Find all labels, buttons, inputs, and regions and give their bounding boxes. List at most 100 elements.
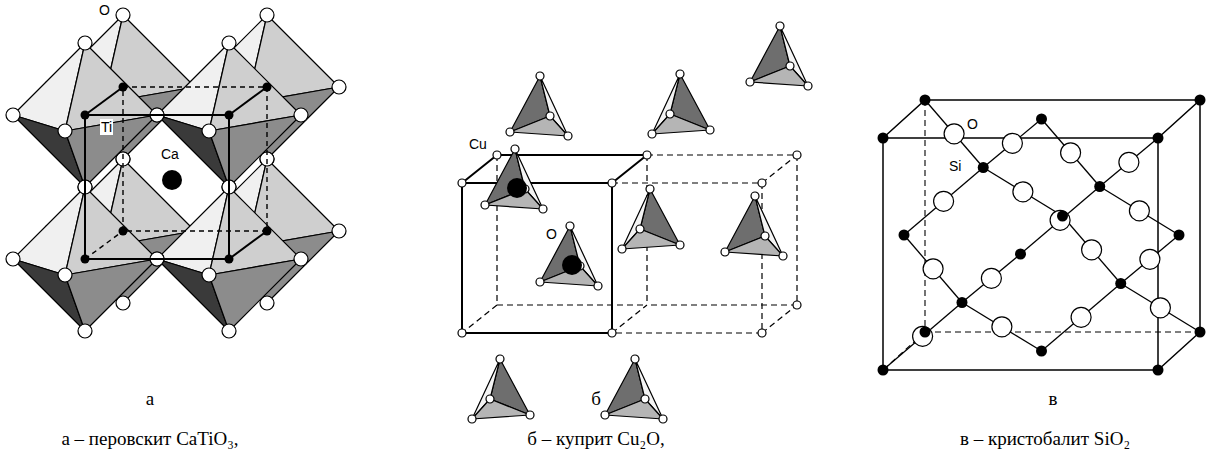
- structure-part: [612, 183, 762, 333]
- atom-label: Ca: [160, 146, 180, 162]
- cuo4-tetrahedra: [468, 22, 812, 423]
- structure-part: [1100, 138, 1158, 187]
- structure-part: [462, 155, 647, 333]
- structure-part: [1153, 133, 1164, 144]
- structure-part: [762, 305, 797, 333]
- structure-part: [1002, 133, 1022, 153]
- structure-part: [601, 355, 667, 423]
- structure-part: [983, 168, 1062, 217]
- si-o-bonds: [883, 100, 1200, 370]
- structure-part: [1061, 143, 1081, 163]
- structure-part: [119, 227, 128, 236]
- structure-part: [618, 185, 684, 253]
- structure-part: [758, 179, 766, 187]
- structure-part: [883, 303, 962, 371]
- structure-part: [721, 192, 787, 260]
- atom-label: Si: [948, 158, 962, 174]
- structure-part: [878, 365, 889, 376]
- ca-atom: [162, 170, 182, 190]
- structure-part: [81, 111, 90, 120]
- structure-part: [1140, 249, 1160, 269]
- structure-part: [1150, 298, 1170, 318]
- structure-part: [496, 155, 497, 305]
- structure-part: [643, 151, 651, 159]
- panel-letter: б: [591, 388, 601, 410]
- structure-part: [225, 255, 234, 264]
- structure-part: [1195, 95, 1206, 106]
- structure-part: [612, 305, 647, 333]
- structure-part: [468, 355, 534, 423]
- structure-part: [1119, 152, 1139, 172]
- structure-part: [883, 100, 1200, 370]
- cuprite-structure: [458, 22, 812, 423]
- structure-part: [981, 268, 1001, 288]
- structure-part: [1100, 187, 1179, 236]
- structure-part: [462, 305, 497, 333]
- structure-part: [1121, 284, 1200, 333]
- structure-part: [878, 133, 889, 144]
- panel-letter: а: [146, 388, 154, 410]
- structure-part: [957, 297, 968, 308]
- structure-part: [263, 83, 272, 92]
- structure-part: [944, 124, 964, 144]
- structure-part: [229, 87, 267, 115]
- structure-part: [762, 155, 797, 183]
- structure-part: [85, 115, 229, 259]
- structure-part: [481, 145, 547, 213]
- structure-part: [758, 329, 766, 337]
- structure-part: [536, 222, 602, 290]
- structure-part: [85, 231, 123, 259]
- structure-part: [123, 87, 267, 231]
- atom-label: Cu: [468, 136, 488, 152]
- panel-caption: б – куприт Cu₂O,: [527, 428, 664, 450]
- structure-part: [923, 259, 943, 279]
- structure-part: [1174, 230, 1185, 241]
- structure-part: [648, 70, 714, 138]
- structure-part: [1036, 346, 1047, 357]
- o-atoms: [507, 178, 582, 275]
- structure-part: [1013, 182, 1033, 202]
- structure-part: [746, 22, 812, 90]
- structure-part: [462, 155, 497, 183]
- atom-label: O: [545, 226, 558, 242]
- cu-atoms: [458, 151, 801, 337]
- structure-part: [458, 179, 466, 187]
- structure-part: [904, 235, 962, 303]
- structure-part: [497, 304, 647, 305]
- structure-part: [1158, 100, 1200, 370]
- structure-part: [1195, 327, 1206, 338]
- structure-part: [962, 254, 1021, 303]
- structure-part: [899, 230, 910, 241]
- unit-cell: [85, 87, 267, 259]
- structure-part: [1015, 249, 1026, 260]
- structure-part: [608, 329, 616, 337]
- structure-part: [1042, 119, 1100, 187]
- structure-part: [458, 329, 466, 337]
- ti-atoms: [81, 83, 272, 264]
- structure-part: [1057, 211, 1068, 222]
- perovskite-structure: [6, 8, 346, 338]
- structure-part: [263, 227, 272, 236]
- structure-part: [608, 179, 616, 187]
- structure-part: [1115, 278, 1126, 289]
- structure-part: [229, 231, 267, 259]
- structure-part: [462, 155, 797, 333]
- panel-letter: в: [1049, 388, 1058, 410]
- structure-part: [1153, 365, 1164, 376]
- structure-part: [793, 151, 801, 159]
- structure-part: [81, 255, 90, 264]
- structure-part: [992, 317, 1012, 337]
- structure-part: [883, 100, 1200, 370]
- structure-part: [119, 83, 128, 92]
- structure-part: [920, 327, 931, 338]
- structure-part: [883, 138, 1158, 370]
- structure-part: [1071, 307, 1091, 327]
- structure-part: [1063, 216, 1121, 284]
- structure-part: [562, 255, 582, 275]
- panel-caption: а – перовскит CaTiO₃,: [61, 428, 238, 450]
- structure-part: [904, 168, 983, 236]
- structure-part: [493, 151, 501, 159]
- structure-part: [934, 191, 954, 211]
- structure-part: [1036, 114, 1047, 125]
